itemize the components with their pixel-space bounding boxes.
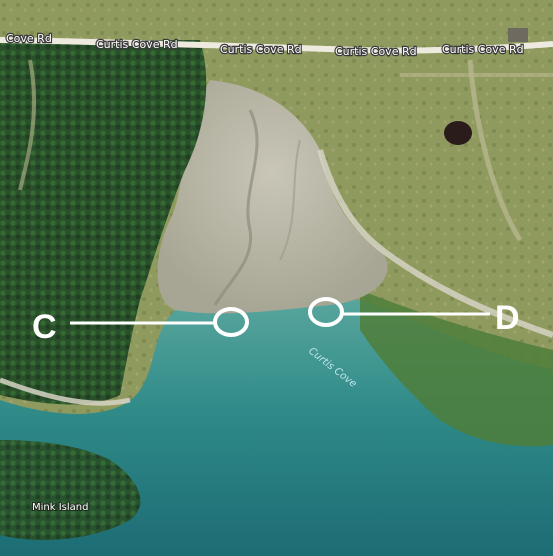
road-label: Cove Rd xyxy=(6,32,52,45)
seaweed-flats xyxy=(360,290,553,447)
shoreline-west xyxy=(0,377,131,406)
road-label: Curtis Cove Rd xyxy=(220,43,302,56)
marker-d[interactable]: D xyxy=(308,297,520,337)
shoreline-east xyxy=(317,149,553,338)
pond xyxy=(444,121,472,145)
forest-west xyxy=(0,40,207,405)
road-label: Curtis Cove Rd xyxy=(335,45,417,58)
curtis-cove-road[interactable] xyxy=(0,37,553,54)
marker-d-circle[interactable] xyxy=(308,297,344,327)
farm-track xyxy=(18,59,37,191)
marker-d-letter: D xyxy=(495,299,520,337)
mudflat-channel xyxy=(213,109,259,306)
marker-c-letter: C xyxy=(32,308,57,346)
mudflat-channel xyxy=(279,139,301,261)
farm-track xyxy=(467,59,523,242)
mink-island xyxy=(0,440,141,540)
marker-c-circle[interactable] xyxy=(213,307,249,337)
road-label: Curtis Cove Rd xyxy=(442,43,524,56)
road-label: Curtis Cove Rd xyxy=(96,38,178,51)
island-label: Mink Island xyxy=(32,502,88,513)
marker-c[interactable]: C xyxy=(32,307,249,346)
mudflat xyxy=(157,80,388,314)
building xyxy=(508,28,528,42)
